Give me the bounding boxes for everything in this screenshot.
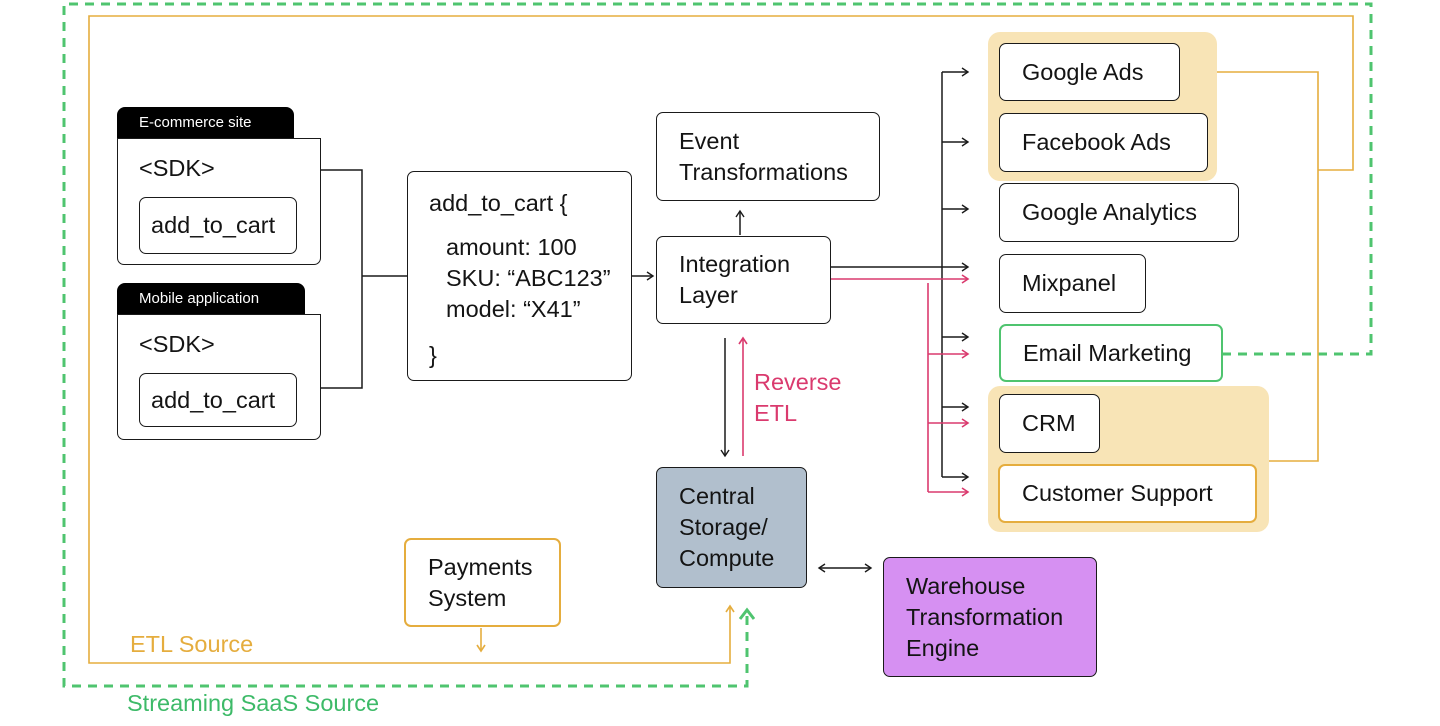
box-label-line: Warehouse xyxy=(906,572,1026,599)
box-label-line: Transformation xyxy=(906,603,1064,630)
ecommerce-site-tab: E-commerce site xyxy=(117,107,294,139)
event-name: add_to_cart xyxy=(151,386,276,413)
payload-close: } xyxy=(429,342,437,368)
box-label-line: Transformations xyxy=(679,158,848,185)
box-label-line: Engine xyxy=(906,634,980,661)
payload-field-amount: amount: 100 xyxy=(446,234,577,260)
box-label-line: Integration xyxy=(679,251,791,277)
sdk-label: <SDK> xyxy=(139,331,215,357)
streaming-saas-source-label: Streaming SaaS Source xyxy=(127,690,380,716)
box-label-line: Event xyxy=(679,127,740,154)
payments-system-box[interactable]: Payments System xyxy=(404,538,561,627)
destination-label: CRM xyxy=(1022,410,1076,436)
box-label-line: Central xyxy=(679,483,755,509)
ecommerce-site-card[interactable]: <SDK> add_to_cart xyxy=(117,138,321,265)
destination-facebook-ads[interactable]: Facebook Ads xyxy=(999,113,1208,172)
destination-mixpanel[interactable]: Mixpanel xyxy=(999,254,1146,313)
box-label-line: Compute xyxy=(679,545,775,571)
destination-crm[interactable]: CRM xyxy=(999,394,1100,453)
warehouse-transformation-engine-box[interactable]: Warehouse Transformation Engine xyxy=(883,557,1097,677)
mobile-application-card[interactable]: <SDK> add_to_cart xyxy=(117,314,321,440)
reverse-etl-label: Reverse ETL xyxy=(754,367,842,429)
event-payload-box[interactable]: add_to_cart { amount: 100 SKU: “ABC123” … xyxy=(407,171,632,381)
event-name: add_to_cart xyxy=(151,212,276,238)
sources-merge-connector xyxy=(320,169,407,389)
destination-email-marketing[interactable]: Email Marketing xyxy=(999,324,1223,382)
event-transformations-box[interactable]: Event Transformations xyxy=(656,112,880,201)
add-to-cart-event-chip[interactable]: add_to_cart xyxy=(139,197,297,254)
label-line: Reverse xyxy=(754,369,842,395)
etl-source-label: ETL Source xyxy=(130,631,254,657)
destination-label: Email Marketing xyxy=(1023,339,1192,366)
box-label-line: System xyxy=(428,584,507,611)
destination-label: Customer Support xyxy=(1022,480,1213,506)
etl-destinations-bus xyxy=(1216,71,1319,462)
payload-field-model: model: “X41” xyxy=(446,296,581,322)
mobile-application-tab: Mobile application xyxy=(117,283,305,315)
destination-label: Facebook Ads xyxy=(1022,129,1171,155)
payload-field-sku: SKU: “ABC123” xyxy=(446,265,611,291)
destination-customer-support[interactable]: Customer Support xyxy=(998,464,1257,523)
box-label-line: Storage/ xyxy=(679,514,768,540)
box-label-line: Layer xyxy=(679,282,738,308)
streaming-source-loop-top xyxy=(62,2,1373,688)
add-to-cart-event-chip[interactable]: add_to_cart xyxy=(139,373,297,427)
integration-layer-box[interactable]: Integration Layer xyxy=(656,236,831,324)
box-label-line: Payments xyxy=(428,553,533,580)
destination-label: Mixpanel xyxy=(1022,270,1117,296)
destination-label: Google Analytics xyxy=(1022,199,1198,225)
destination-google-analytics[interactable]: Google Analytics xyxy=(999,183,1239,242)
payload-open: add_to_cart { xyxy=(429,190,568,216)
etl-source-loop xyxy=(88,15,1354,664)
destination-google-ads[interactable]: Google Ads xyxy=(999,43,1180,101)
destination-label: Google Ads xyxy=(1022,58,1144,85)
central-storage-compute-box[interactable]: Central Storage/ Compute xyxy=(656,467,807,588)
sdk-label: <SDK> xyxy=(139,155,215,181)
label-line: ETL xyxy=(754,400,798,426)
